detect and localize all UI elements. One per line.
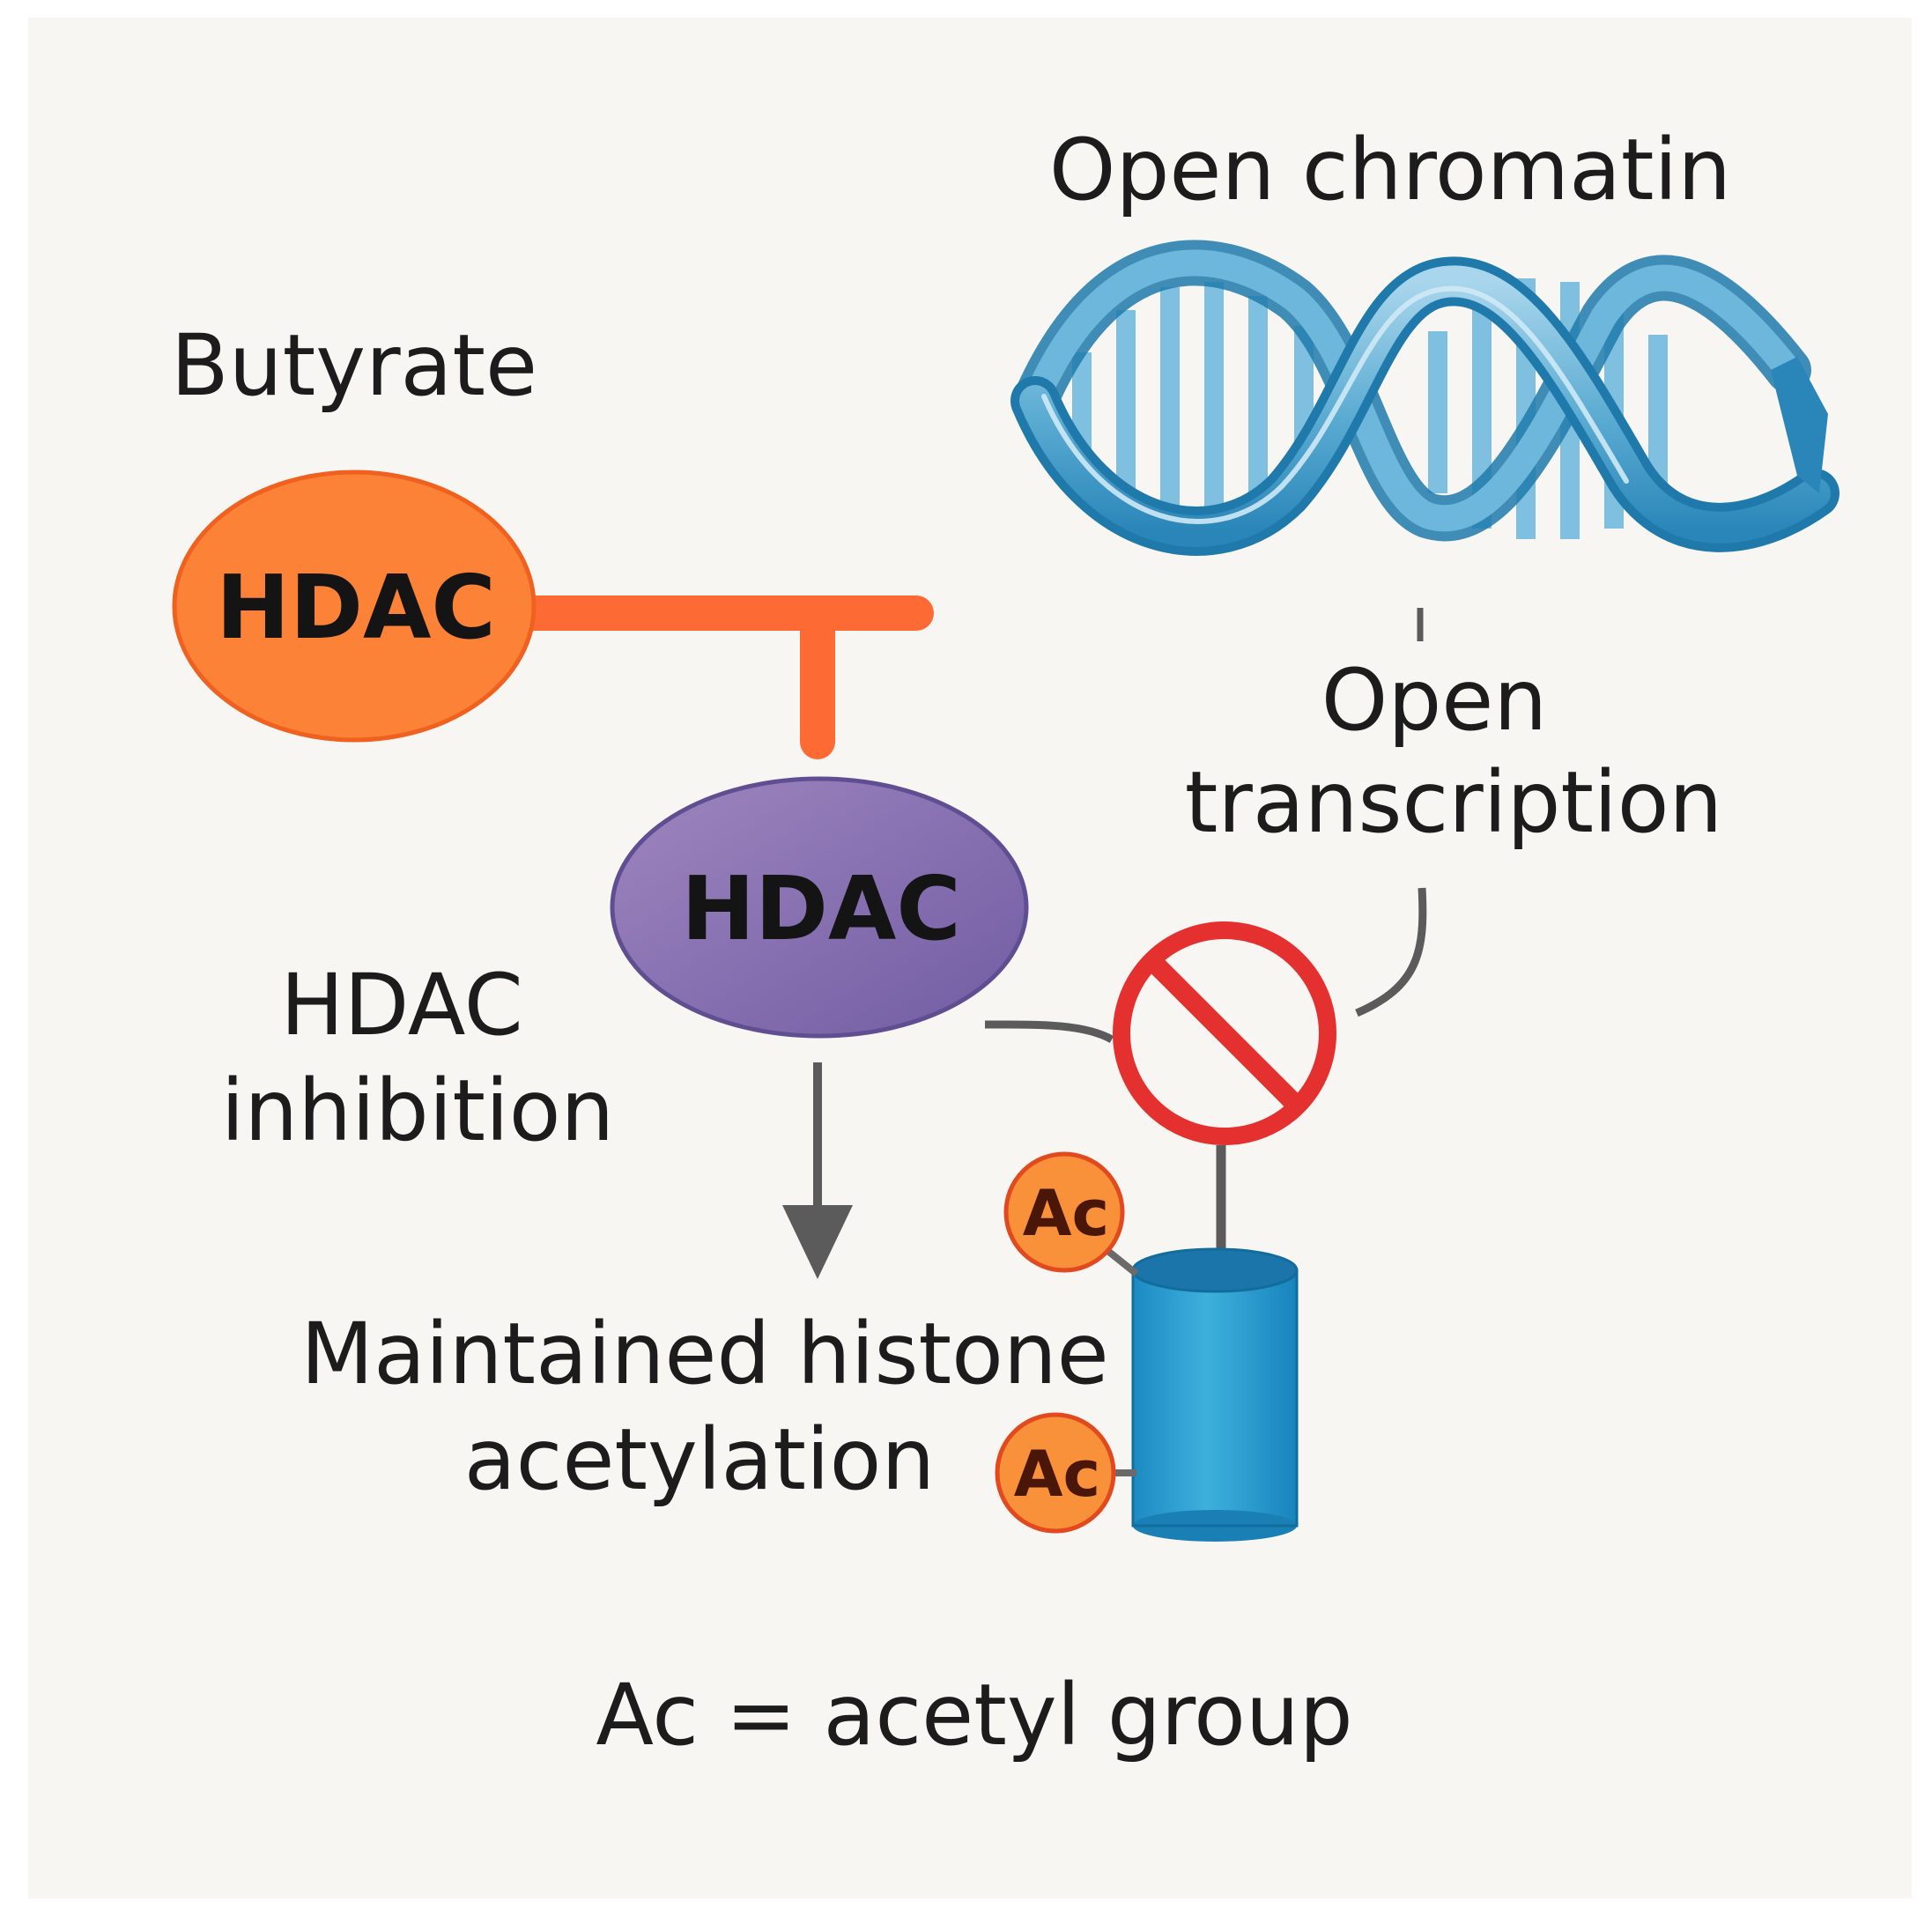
- acetyl-group-lower-label: Ac: [1014, 1437, 1100, 1511]
- open-transcription-label-line2: transcription: [1185, 753, 1723, 852]
- acetyl-group-upper-label: Ac: [1023, 1176, 1109, 1250]
- maintained-acetylation-label-line1: Maintained histone: [300, 1305, 1108, 1403]
- open-transcription-label-line1: Open: [1321, 651, 1547, 750]
- inhibitor-bar: [511, 596, 934, 759]
- maintained-acetylation-label-line2: acetylation: [464, 1410, 936, 1509]
- histone-cylinder-icon: [1131, 1247, 1299, 1542]
- acetyl-group-lower: Ac: [995, 1412, 1116, 1534]
- acetyl-group-upper: Ac: [1003, 1151, 1125, 1273]
- butyrate-label: Butyrate: [171, 316, 537, 415]
- hdac-inhibition-label-line1: HDAC: [280, 956, 522, 1054]
- connector-hdac-to-block: [984, 1020, 1114, 1043]
- dna-double-helix-icon: [1010, 240, 1839, 556]
- hdac-inhibition-label-line2: inhibition: [221, 1062, 615, 1160]
- hdac-node-top: HDAC: [172, 470, 537, 743]
- down-arrow: [782, 1062, 853, 1279]
- hdac-node-middle-label: HDAC: [681, 857, 960, 960]
- hdac-node-top-label: HDAC: [216, 556, 495, 659]
- acetyl-legend: Ac = acetyl group: [596, 1666, 1352, 1764]
- open-chromatin-label: Open chromatin: [1049, 121, 1731, 219]
- connector-transcription-to-block: [1355, 887, 1427, 1017]
- hdac-node-middle: HDAC: [610, 776, 1029, 1039]
- no-entry-icon: [1113, 921, 1336, 1145]
